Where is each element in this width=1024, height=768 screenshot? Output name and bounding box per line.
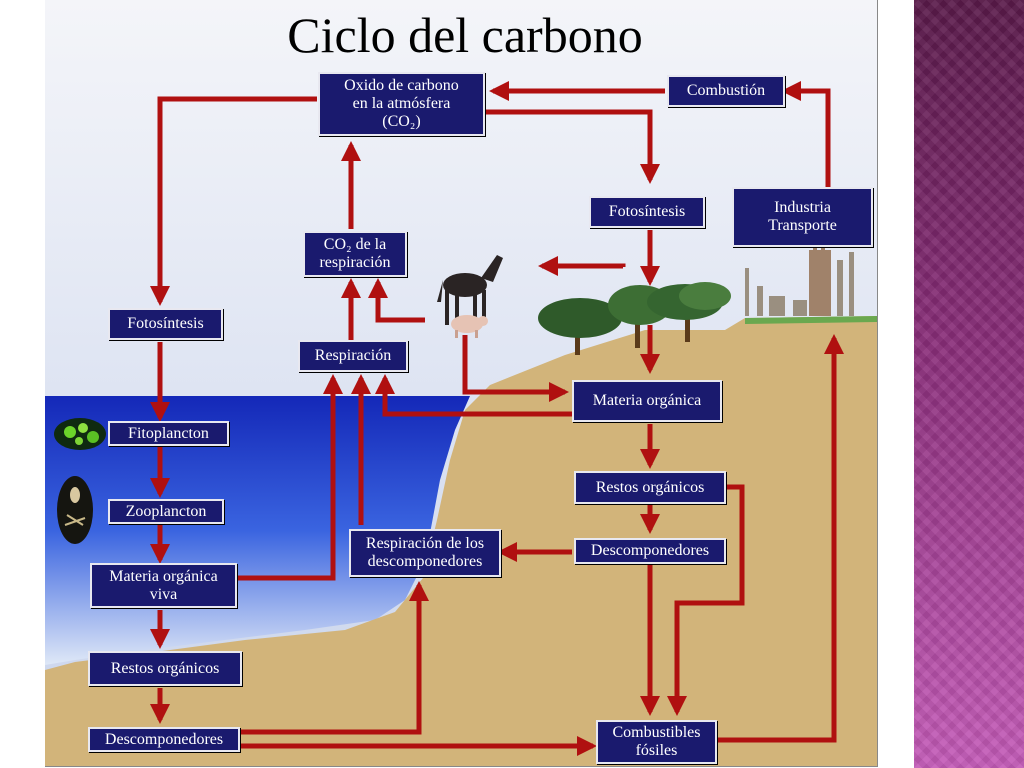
- node-respiration: Respiración: [298, 340, 408, 372]
- cycle-arrows: [150, 81, 844, 756]
- pig-icon: [451, 315, 488, 338]
- node-photosynthesis-sea: Fotosíntesis: [108, 308, 223, 340]
- node-phytoplankton: Fitoplancton: [108, 421, 229, 446]
- node-fossil-fuels: Combustibles fósiles: [596, 720, 717, 764]
- node-co2-atmosphere: Oxido de carbono en la atmósfera (CO₂): [318, 72, 485, 136]
- node-combustion: Combustión: [667, 75, 785, 107]
- node-living-organic-matter: Materia orgánica viva: [90, 563, 237, 608]
- phytoplankton-icon: [54, 418, 106, 450]
- node-decomposers-sea: Descomponedores: [88, 727, 240, 752]
- horse-icon: [437, 255, 503, 325]
- node-decomposers-land: Descomponedores: [574, 538, 726, 564]
- node-industry-transport: Industria Transporte: [732, 187, 873, 247]
- zooplankton-icon: [57, 476, 93, 544]
- node-zooplankton: Zooplancton: [108, 499, 224, 524]
- carbon-cycle-diagram: Ciclo del carbono Oxido de carbono en la…: [45, 0, 878, 767]
- factory-icon: [745, 245, 854, 316]
- trees-icon: [538, 282, 731, 355]
- node-organic-matter: Materia orgánica: [572, 380, 722, 422]
- node-organic-remains-sea: Restos orgánicos: [88, 651, 242, 686]
- node-decomposer-respiration: Respiración de los descomponedores: [349, 529, 501, 577]
- node-organic-remains-land: Restos orgánicos: [574, 471, 726, 504]
- node-photosynthesis-land: Fotosíntesis: [589, 196, 705, 228]
- node-co2-respiration: CO₂ de la respiración: [303, 231, 407, 277]
- slide-decoration-panel: [914, 0, 1024, 768]
- diagram-title: Ciclo del carbono: [287, 7, 643, 63]
